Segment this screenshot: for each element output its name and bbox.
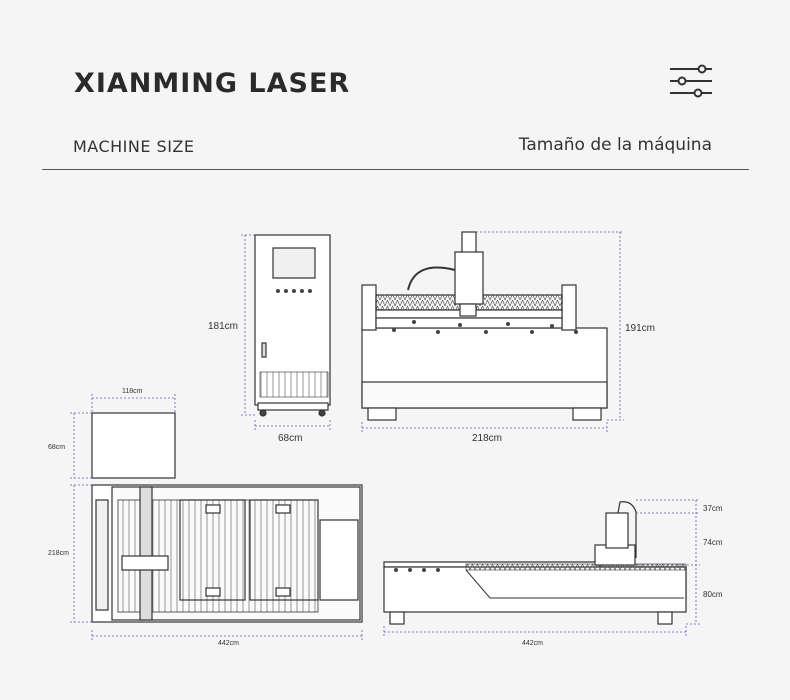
side-head-label: 37cm [703, 504, 723, 513]
cabinet-buttons [276, 289, 312, 293]
top-dim-lines [70, 484, 363, 640]
side-dim-lines [383, 499, 700, 636]
box-width-label: 118cm [122, 388, 143, 395]
side-gantry-label: 74cm [703, 538, 723, 547]
cabinet-width-label: 68cm [278, 433, 302, 444]
sliders-icon[interactable] [668, 64, 714, 98]
top-length-label: 442cm [218, 640, 239, 647]
box-dim-lines [70, 394, 176, 479]
section-title-en: MACHINE SIZE [73, 137, 195, 156]
top-width-label: 218cm [48, 550, 69, 557]
header-divider [42, 169, 749, 170]
packing-box [91, 412, 176, 479]
front-width-label: 218cm [472, 433, 502, 444]
front-dim-lines [361, 231, 624, 432]
section-title-es: Tamaño de la máquina [518, 135, 712, 155]
side-view-machine [383, 501, 687, 625]
control-cabinet [254, 234, 331, 417]
box-height-label: 68cm [48, 444, 65, 451]
front-view-machine [361, 231, 608, 421]
front-bed-bolts [392, 320, 578, 334]
cabinet-dim-lines [241, 234, 331, 430]
front-height-label: 191cm [625, 323, 655, 334]
top-view-machine [91, 484, 363, 623]
side-bed-label: 80cm [703, 590, 723, 599]
side-length-label: 442cm [522, 640, 543, 647]
side-bolts [394, 568, 440, 572]
cabinet-height-label: 181cm [208, 321, 238, 332]
brand-title: XIANMING LASER [74, 68, 351, 99]
